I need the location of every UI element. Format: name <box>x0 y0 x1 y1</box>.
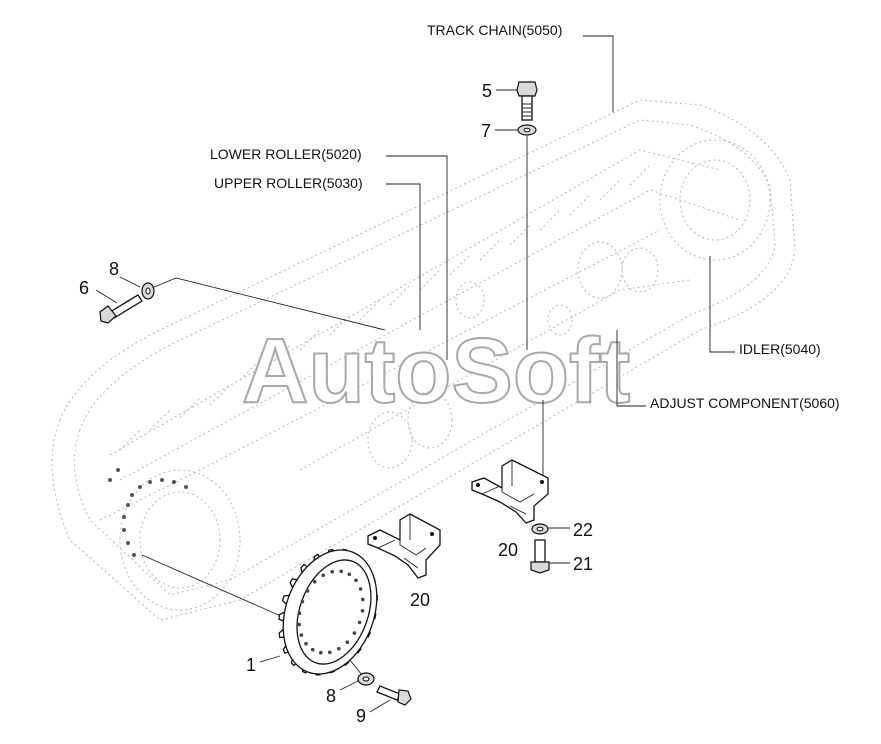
sprocket-bolt-hole <box>321 573 326 578</box>
sprocket-bolt-hole <box>354 578 358 583</box>
guard-20-right <box>471 459 549 524</box>
sprocket-bolt-hole <box>330 569 335 574</box>
sprocket-bolt-hole <box>339 569 344 574</box>
part-number-22: 22 <box>573 520 593 540</box>
part-number-20-right: 20 <box>498 540 518 560</box>
sprocket-bolt-hole <box>345 640 350 644</box>
sprocket-1 <box>278 548 378 676</box>
part-number-8-left: 8 <box>109 259 119 279</box>
hub-bolt-dots <box>108 468 188 557</box>
part-number-8-bottom: 8 <box>326 686 336 706</box>
part-number-1: 1 <box>246 655 256 675</box>
sprocket-bolt-hole <box>305 589 310 593</box>
label-idler: IDLER(5040) <box>739 341 821 357</box>
part-number-7: 7 <box>481 121 491 141</box>
part-number-6: 6 <box>79 278 89 298</box>
part-number-21: 21 <box>573 554 593 574</box>
label-track-chain: TRACK CHAIN(5050) <box>427 22 562 38</box>
watermark: AutoSoft <box>242 320 630 422</box>
sprocket-bolt-hole <box>361 597 365 602</box>
sprocket-bolt-hole <box>357 620 362 625</box>
sprocket-bolt-hole <box>328 650 332 655</box>
leader-lines <box>95 35 735 713</box>
sprocket-bolt-hole <box>352 631 357 635</box>
part-number-9: 9 <box>356 706 366 726</box>
sprocket-bolt-hole <box>310 647 315 652</box>
bolt-21 <box>530 539 550 574</box>
part-number-5: 5 <box>482 81 492 101</box>
washer-7 <box>517 124 537 136</box>
washer-8-bottom <box>357 672 375 686</box>
sprocket-bolt-hole <box>312 580 317 584</box>
bolt-6 <box>99 294 143 324</box>
part-number-20-center: 20 <box>410 590 430 610</box>
sprocket-bolt-hole <box>297 622 302 627</box>
label-upper-roller: UPPER ROLLER(5030) <box>214 175 363 191</box>
sprocket-bolt-hole <box>337 646 341 651</box>
sprocket-bolt-hole <box>304 641 308 646</box>
sprocket-bolt-hole <box>347 572 352 577</box>
guard-20-center <box>367 513 441 579</box>
washer-22 <box>531 523 549 535</box>
track-frame-ghost <box>51 99 796 621</box>
label-lower-roller: LOWER ROLLER(5020) <box>210 146 362 162</box>
sprocket-bolt-hole <box>319 650 323 655</box>
washer-8-left <box>141 282 155 300</box>
sprocket-bolt-hole <box>360 609 365 613</box>
label-adjust-component: ADJUST COMPONENT(5060) <box>650 395 840 411</box>
sprocket-bolt-hole <box>297 611 302 615</box>
sprocket-bolt-hole <box>299 633 304 637</box>
sprocket-bolt-hole <box>300 599 305 604</box>
bolt-9 <box>376 685 412 706</box>
sprocket-bolt-hole <box>358 587 363 591</box>
bolt-5 <box>516 81 538 121</box>
